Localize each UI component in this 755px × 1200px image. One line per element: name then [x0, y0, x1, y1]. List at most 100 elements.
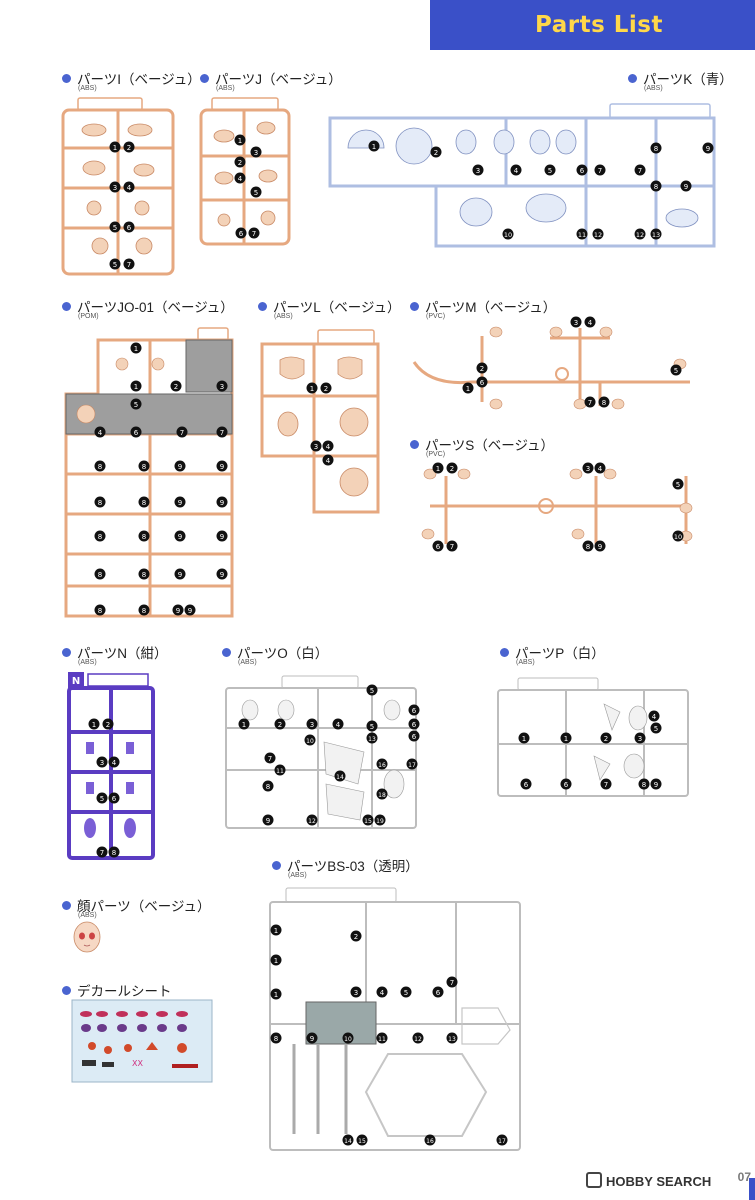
- part-number: 1: [109, 141, 121, 153]
- part-numbers: 1 2 3 4 5 5 6 6 6 7 8 9 10 11 12 13 14 1…: [238, 684, 420, 826]
- bullet-icon: [62, 986, 71, 995]
- svg-text:5: 5: [134, 401, 138, 409]
- part-number: 9: [216, 460, 228, 472]
- part-number: 10: [342, 1032, 354, 1044]
- part-number: 4: [510, 164, 522, 176]
- svg-text:6: 6: [564, 781, 569, 789]
- svg-text:5: 5: [100, 795, 104, 803]
- part-number: 4: [332, 718, 344, 730]
- svg-text:1: 1: [238, 137, 242, 145]
- svg-text:4: 4: [238, 175, 243, 183]
- svg-text:8: 8: [98, 533, 102, 541]
- part-numbers: 1 2 3 4 5 6 7: [234, 134, 262, 239]
- svg-text:5: 5: [113, 224, 117, 232]
- part-number: 4: [234, 172, 246, 184]
- part-number: 1: [130, 342, 142, 354]
- svg-text:8: 8: [98, 463, 102, 471]
- svg-text:9: 9: [706, 145, 710, 153]
- svg-text:9: 9: [178, 533, 182, 541]
- part-number: 1: [462, 382, 474, 394]
- bullet-icon: [410, 302, 419, 311]
- svg-text:3: 3: [586, 465, 590, 473]
- svg-text:15: 15: [358, 1138, 366, 1145]
- svg-text:8: 8: [602, 399, 606, 407]
- watermark: HOBBY SEARCH: [586, 1172, 711, 1189]
- svg-text:9: 9: [654, 781, 658, 789]
- part-number: 8: [650, 180, 662, 192]
- part-number: 13: [650, 228, 662, 240]
- svg-text:11: 11: [578, 231, 586, 239]
- part-number: 11: [274, 764, 286, 776]
- runner-parts-bs03: 1 1 1 2 3 4 5 6 7 8 9 10 11 12 13 14 15 …: [269, 887, 521, 1151]
- svg-text:17: 17: [498, 1138, 506, 1145]
- svg-text:1: 1: [134, 345, 138, 353]
- svg-text:2: 2: [434, 149, 438, 157]
- svg-text:12: 12: [414, 1036, 422, 1043]
- svg-text:9: 9: [266, 817, 270, 825]
- part-number: 9: [184, 604, 196, 616]
- part-numbers: 1 1 1 2 3 4 5 6 7 8 9 10 11 12 13 14 15 …: [270, 924, 508, 1146]
- part-number: 6: [432, 540, 444, 552]
- part-number: 8: [270, 1032, 282, 1044]
- svg-text:9: 9: [220, 533, 224, 541]
- part-number: 7: [264, 752, 276, 764]
- part-number: 7: [248, 227, 260, 239]
- part-number: 1: [432, 462, 444, 474]
- part-number: 3: [350, 986, 362, 998]
- hobby-search-logo-icon: [586, 1172, 602, 1188]
- part-numbers: 1 1 2 3 5 4 6 7 7 8 8 9 9 8 8 9 9 8 8 9 …: [94, 342, 228, 616]
- part-number: 9: [216, 530, 228, 542]
- part-number: 7: [176, 426, 188, 438]
- svg-text:2: 2: [278, 721, 282, 729]
- svg-text:12: 12: [636, 231, 644, 239]
- part-number: 4: [584, 316, 596, 328]
- part-number: 9: [262, 814, 274, 826]
- bullet-icon: [258, 302, 267, 311]
- part-number: 6: [520, 778, 532, 790]
- part-number: 1: [368, 140, 380, 152]
- part-number: 3: [96, 756, 108, 768]
- svg-text:1: 1: [274, 991, 278, 999]
- svg-text:4: 4: [336, 721, 341, 729]
- part-number: 12: [306, 814, 318, 826]
- svg-text:5: 5: [254, 189, 258, 197]
- part-number: 6: [235, 227, 247, 239]
- svg-text:5: 5: [548, 167, 552, 175]
- svg-text:2: 2: [127, 144, 131, 152]
- part-number: 6: [108, 792, 120, 804]
- section-title-parts-m: パーツM（ベージュ）: [410, 296, 556, 316]
- svg-text:8: 8: [654, 145, 658, 153]
- svg-text:6: 6: [239, 230, 244, 238]
- part-number: 4: [376, 986, 388, 998]
- part-number: 6: [408, 718, 420, 730]
- svg-text:3: 3: [220, 383, 224, 391]
- svg-text:5: 5: [370, 723, 374, 731]
- svg-text:6: 6: [436, 989, 441, 997]
- part-number: 6: [408, 730, 420, 742]
- part-number: 9: [306, 1032, 318, 1044]
- section-title-parts-p: パーツP（白）: [500, 642, 605, 662]
- part-number: 8: [94, 568, 106, 580]
- bullet-icon: [272, 861, 281, 870]
- svg-text:4: 4: [598, 465, 603, 473]
- part-number: 5: [672, 478, 684, 490]
- part-number: 7: [216, 426, 228, 438]
- section-title-parts-bs03: パーツBS-03（透明）: [272, 855, 419, 875]
- svg-text:4: 4: [514, 167, 519, 175]
- svg-text:7: 7: [220, 429, 224, 437]
- part-number: 4: [322, 440, 334, 452]
- part-numbers: 1 2 3 4 5 6 7 8: [88, 718, 120, 858]
- svg-text:8: 8: [142, 533, 146, 541]
- svg-text:2: 2: [450, 465, 454, 473]
- svg-text:10: 10: [306, 738, 314, 745]
- part-number: 9: [174, 496, 186, 508]
- part-number: 2: [102, 718, 114, 730]
- face-part-image: [73, 921, 101, 953]
- material-label: (ABS): [78, 659, 97, 666]
- part-number: 6: [576, 164, 588, 176]
- material-label: (ABS): [238, 659, 257, 666]
- svg-text:7: 7: [588, 399, 592, 407]
- svg-text:9: 9: [220, 463, 224, 471]
- part-number: 8: [598, 396, 610, 408]
- part-number: 5: [670, 364, 682, 376]
